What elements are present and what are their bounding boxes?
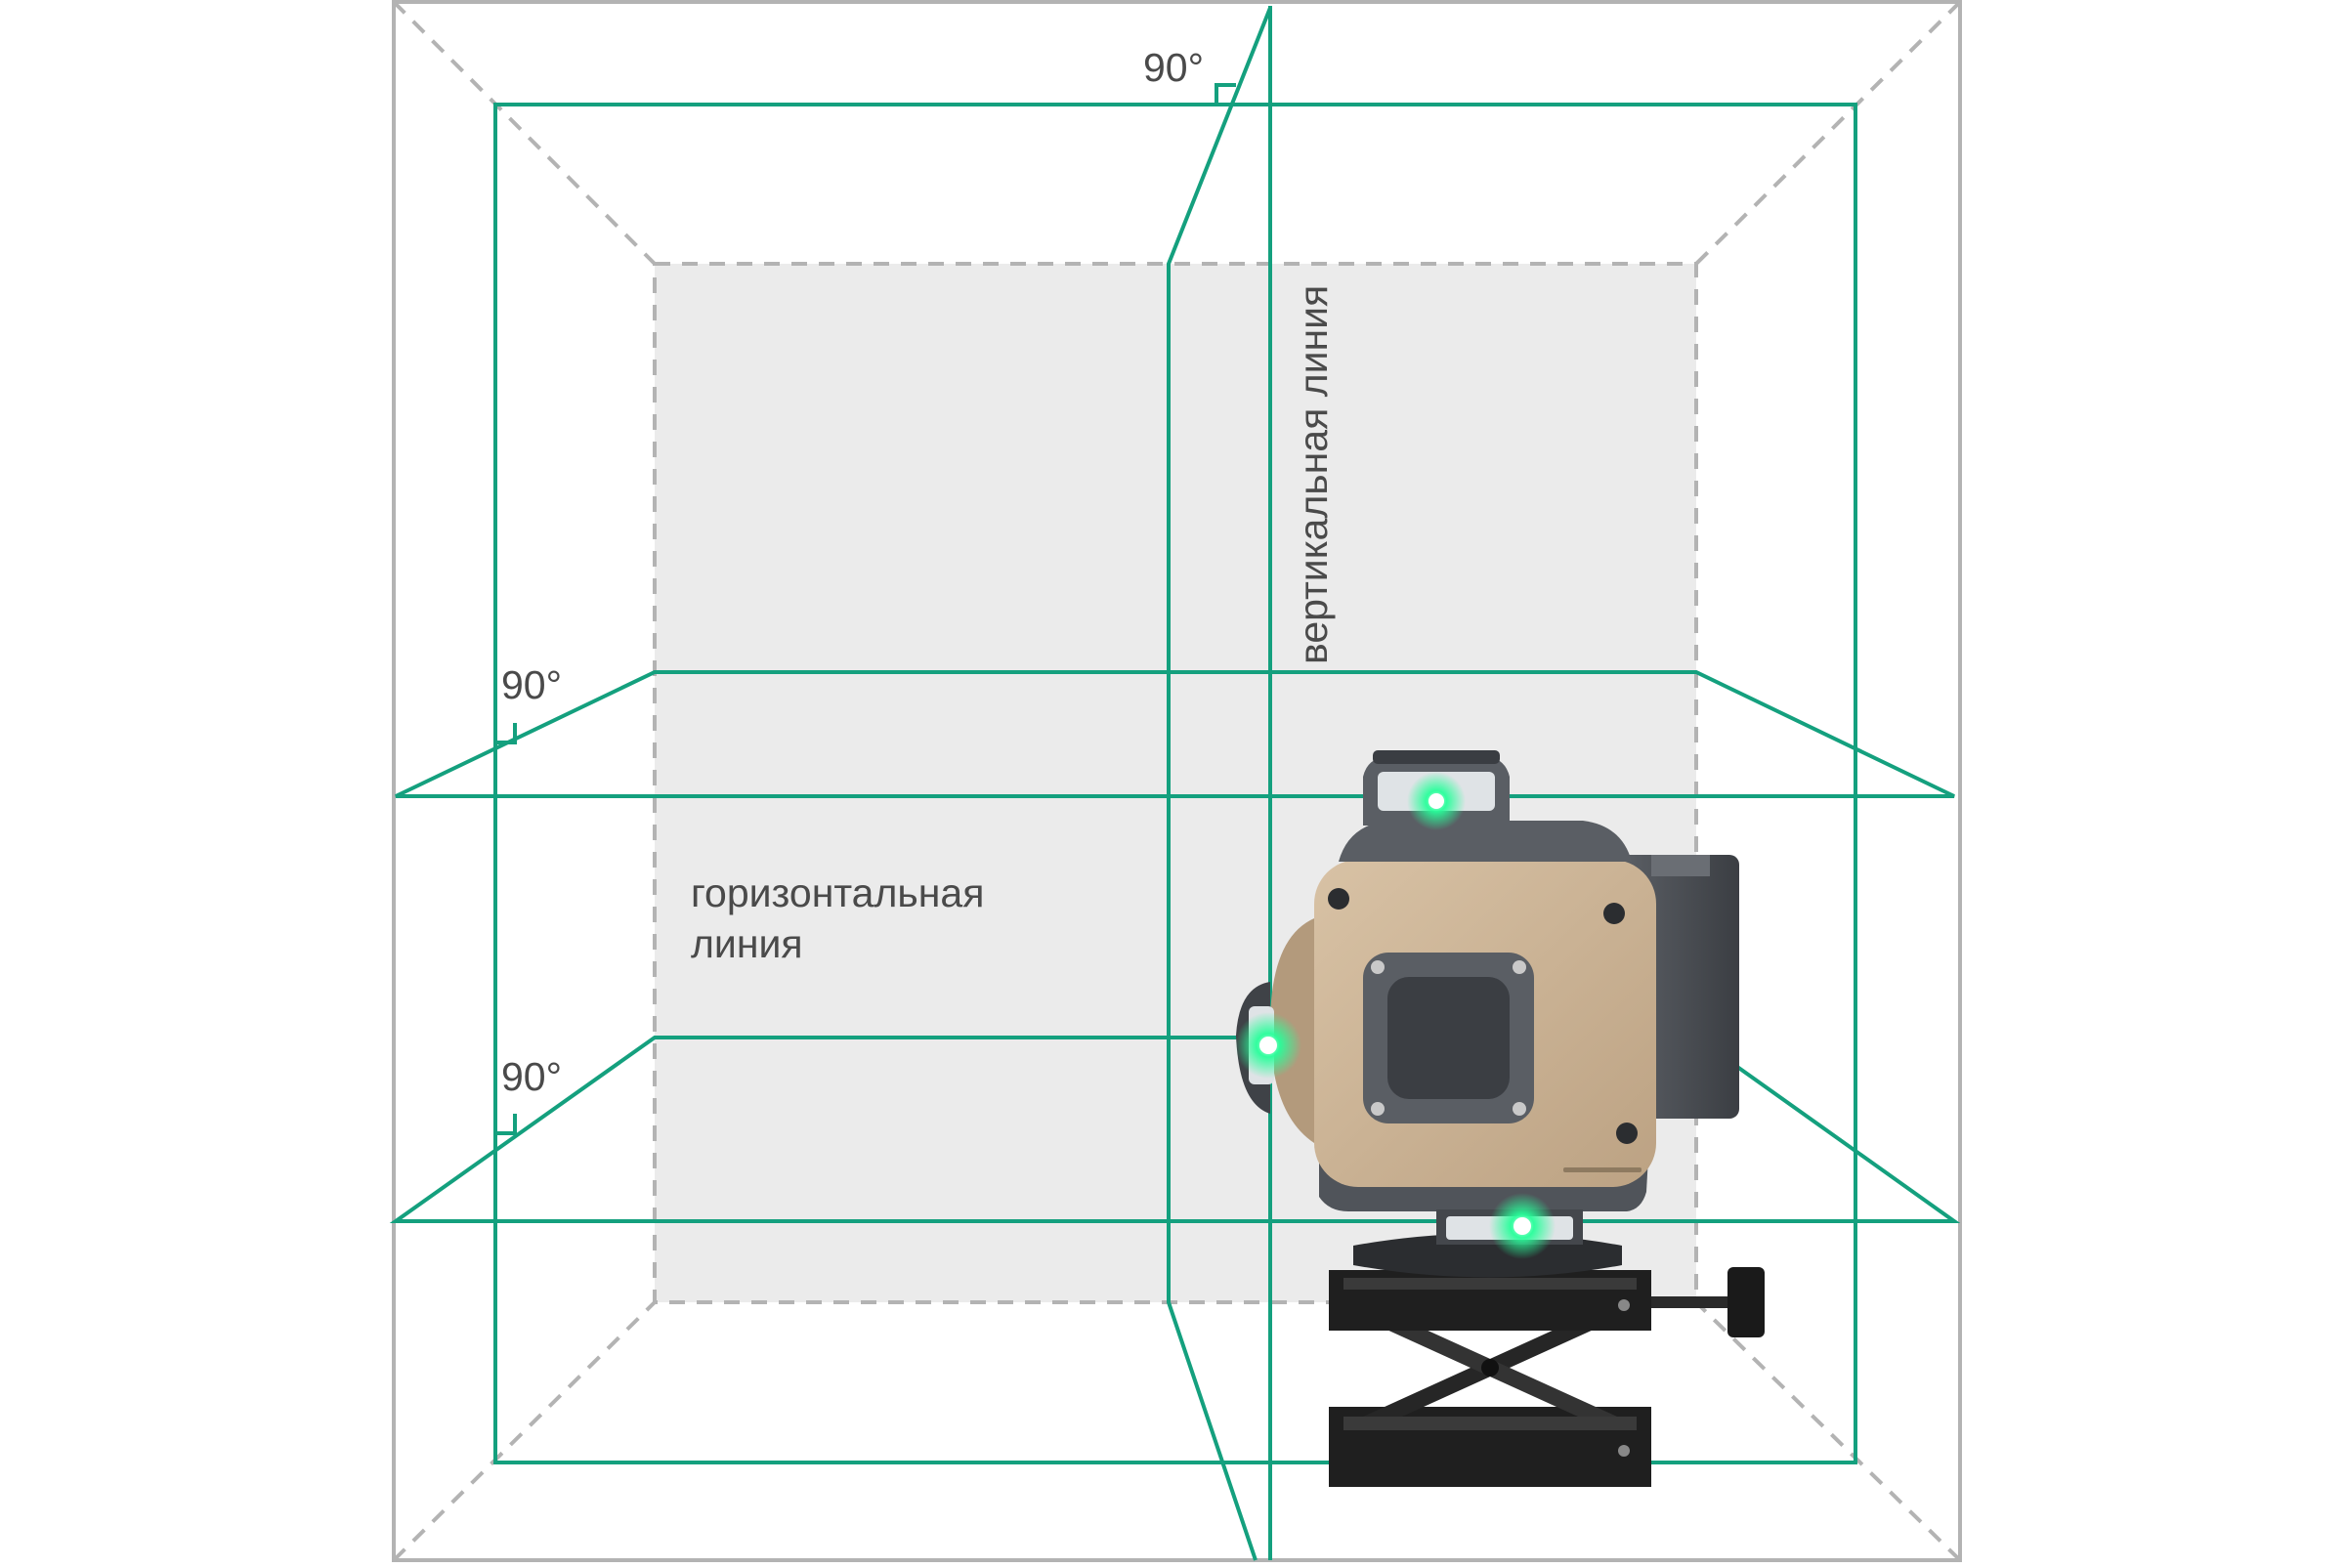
laser-horizontal-plane-upper: [395, 670, 1955, 798]
scissor-lift-stand-icon: [1329, 1267, 1765, 1487]
laser-vertical-plane-front: [493, 103, 1857, 1464]
right-angle-marker-left-lower: [495, 1114, 517, 1135]
room-box: [392, 0, 1962, 1562]
right-angle-markers: [495, 83, 1236, 1135]
room-front-frame: [392, 0, 1962, 1562]
room-edge-bottom-right: [1694, 1300, 1962, 1562]
angle-label-left-lower: 90°: [501, 1054, 562, 1099]
room-edge-bottom-left: [392, 1300, 657, 1562]
room-edge-top-left: [392, 0, 657, 266]
laser-vertical-plane-diagonal: [1167, 7, 1272, 1561]
right-angle-marker-top: [1215, 83, 1236, 105]
device-screw: [1328, 888, 1349, 910]
horizontal-line-label-1: горизонтальная: [691, 870, 984, 915]
angle-label-top: 90°: [1143, 45, 1204, 90]
laser-glow-points: [1235, 772, 1556, 1259]
stand-screw-rod: [1651, 1296, 1739, 1308]
horizontal-line-label-2: линия: [691, 921, 803, 966]
stand-knob: [1727, 1267, 1765, 1337]
room-edge-top-right: [1694, 0, 1962, 266]
angle-label-left-upper: 90°: [501, 662, 562, 707]
vertical-line-label: вертикальная линия: [1291, 285, 1336, 664]
right-angle-marker-left-upper: [495, 723, 517, 744]
device-front-window: [1387, 977, 1510, 1099]
